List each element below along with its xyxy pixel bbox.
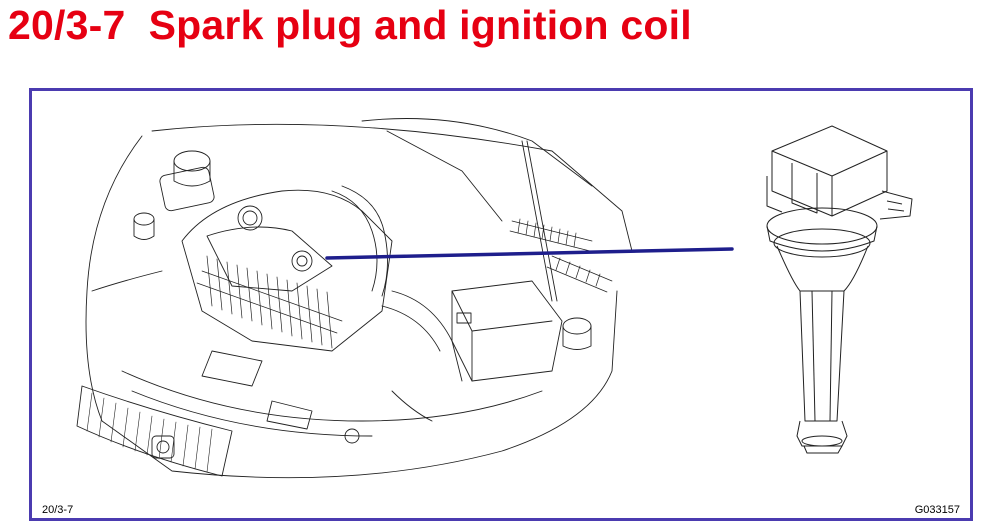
intake-manifold-ribs: [196, 255, 343, 349]
figure-caption-left: 20/3-7: [42, 504, 74, 516]
illustration-frame: 20/3-7 G033157: [29, 88, 973, 521]
pointer-line: [325, 247, 734, 260]
engine-bay-illustration: [76, 118, 913, 479]
figure-reference-code: G033157: [914, 504, 960, 516]
engine-block: [181, 189, 393, 352]
hood-prop-rod: [521, 140, 553, 302]
ignition-coil-detail: [766, 125, 913, 454]
page-title: 20/3-7 Spark plug and ignition coil: [8, 2, 692, 48]
emblem: [151, 435, 175, 459]
battery: [451, 280, 563, 382]
front-grille: [76, 385, 233, 477]
hood-outline: [151, 123, 633, 252]
